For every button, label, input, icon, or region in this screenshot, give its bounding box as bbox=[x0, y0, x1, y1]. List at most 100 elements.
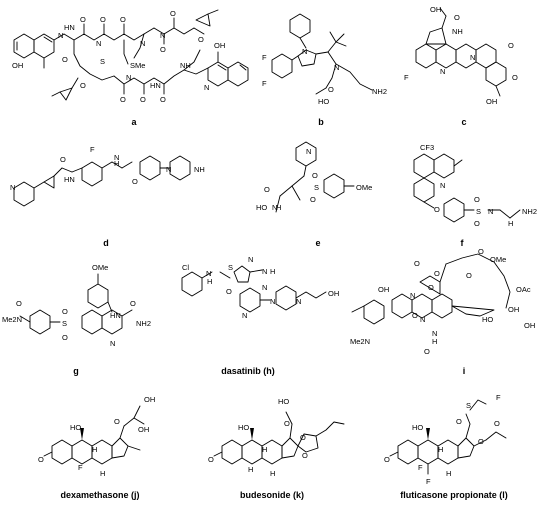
atom-label: HO bbox=[70, 423, 81, 432]
atom-label: H bbox=[270, 469, 275, 478]
atom-label: N bbox=[242, 311, 247, 320]
atom-label: OH bbox=[508, 305, 519, 314]
atom-label: N bbox=[306, 147, 311, 156]
atom-label: H bbox=[276, 203, 281, 212]
atom-label: N bbox=[96, 39, 101, 48]
atom-label: O bbox=[114, 417, 120, 426]
atom-label: H bbox=[432, 337, 437, 346]
atom-label: O bbox=[120, 15, 126, 24]
atom-label: O bbox=[414, 259, 420, 268]
atom-label: F bbox=[426, 477, 431, 486]
atom-label: CF3 bbox=[420, 143, 434, 152]
atom-label: N bbox=[410, 291, 415, 300]
atom-label: H bbox=[508, 219, 513, 228]
atom-label: S bbox=[228, 263, 233, 272]
atom-label: O bbox=[160, 45, 166, 54]
atom-label: O bbox=[474, 195, 480, 204]
atom-label: HN bbox=[150, 81, 161, 90]
atom-label: O bbox=[384, 455, 390, 464]
atom-label: O bbox=[328, 85, 334, 94]
atom-label: O bbox=[38, 455, 44, 464]
atom-label: N bbox=[248, 255, 253, 264]
atom-label: F bbox=[404, 73, 409, 82]
atom-label: NH bbox=[180, 61, 191, 70]
atom-label: OH bbox=[144, 395, 155, 404]
atom-label: O bbox=[512, 73, 518, 82]
atom-label: HO bbox=[278, 397, 289, 406]
structure-f: CF3 N O S O O N NH2 H f bbox=[413, 143, 537, 248]
atom-label: O bbox=[160, 95, 166, 104]
atom-label: SMe bbox=[130, 61, 145, 70]
atom-label: Me2N bbox=[350, 337, 370, 346]
atom-label: O bbox=[302, 451, 308, 460]
atom-label: N bbox=[432, 329, 437, 338]
atom-label: N bbox=[262, 283, 267, 292]
atom-label: HN bbox=[64, 23, 75, 32]
atom-label: O bbox=[60, 155, 66, 164]
atom-label: HO bbox=[238, 423, 249, 432]
atom-label: F bbox=[418, 463, 423, 472]
atom-label: N bbox=[126, 73, 131, 82]
atom-label: OH bbox=[378, 285, 389, 294]
atom-label: NH2 bbox=[522, 207, 537, 216]
atom-label: O bbox=[478, 437, 484, 446]
atom-label: O bbox=[170, 9, 176, 18]
atom-label: N bbox=[166, 165, 171, 174]
atom-label: O bbox=[120, 95, 126, 104]
caption-j: dexamethasone (j) bbox=[60, 490, 139, 500]
atom-label: O bbox=[456, 417, 462, 426]
atom-label: O bbox=[16, 299, 22, 308]
caption-e: e bbox=[315, 238, 320, 248]
atom-label: S bbox=[100, 57, 105, 66]
atom-label: NH bbox=[194, 165, 205, 174]
caption-h: dasatinib (h) bbox=[221, 366, 275, 376]
structure-g: OMe HN O Me2N S O O O NH2 N g bbox=[2, 263, 151, 376]
caption-g: g bbox=[73, 366, 79, 376]
atom-label: N bbox=[206, 269, 211, 278]
atom-label: H bbox=[438, 445, 443, 454]
atom-label: H bbox=[92, 445, 97, 454]
atom-label: O bbox=[428, 283, 434, 292]
structure-l: F S O HO O O F H H O F fluticasone propi… bbox=[384, 393, 508, 500]
atom-label: O bbox=[284, 419, 290, 428]
atom-label: O bbox=[508, 41, 514, 50]
atom-label: N bbox=[420, 315, 425, 324]
atom-label: OH bbox=[328, 289, 339, 298]
caption-a: a bbox=[131, 117, 137, 127]
atom-label: OMe bbox=[92, 263, 108, 272]
atom-label: OAc bbox=[516, 285, 531, 294]
structure-a: OH N O HN O N O O N SMe S O N O NH O OH … bbox=[12, 9, 249, 127]
atom-label: OMe bbox=[490, 255, 506, 264]
atom-label: N bbox=[140, 39, 145, 48]
atom-label: NH2 bbox=[136, 319, 151, 328]
atom-label: H bbox=[207, 277, 212, 286]
atom-label: N bbox=[334, 63, 339, 72]
atom-label: O bbox=[226, 287, 232, 296]
atom-label: N bbox=[302, 47, 307, 56]
atom-label: F bbox=[496, 393, 501, 402]
atom-label: N bbox=[10, 183, 15, 192]
caption-b: b bbox=[318, 117, 324, 127]
atom-label: O bbox=[310, 195, 316, 204]
atom-label: H bbox=[248, 465, 253, 474]
atom-label: HO bbox=[318, 97, 329, 106]
atom-label: O bbox=[474, 219, 480, 228]
atom-label: H bbox=[100, 469, 105, 478]
atom-label: F bbox=[90, 145, 95, 154]
atom-label: O bbox=[412, 311, 418, 320]
atom-label: F bbox=[262, 53, 267, 62]
atom-label: OH bbox=[214, 41, 225, 50]
atom-label: O bbox=[198, 35, 204, 44]
atom-label: O bbox=[80, 15, 86, 24]
atom-label: N bbox=[160, 31, 165, 40]
atom-label: H bbox=[446, 469, 451, 478]
atom-label: HO bbox=[412, 423, 423, 432]
atom-label: O bbox=[130, 299, 136, 308]
caption-k: budesonide (k) bbox=[240, 490, 304, 500]
atom-label: S bbox=[476, 207, 481, 216]
atom-label: N bbox=[272, 203, 277, 212]
atom-label: N bbox=[262, 267, 267, 276]
atom-label: HO bbox=[482, 315, 493, 324]
structure-j: OH HO O OH H F H O dexamethasone (j) bbox=[38, 395, 155, 500]
atom-label: O bbox=[300, 433, 306, 442]
